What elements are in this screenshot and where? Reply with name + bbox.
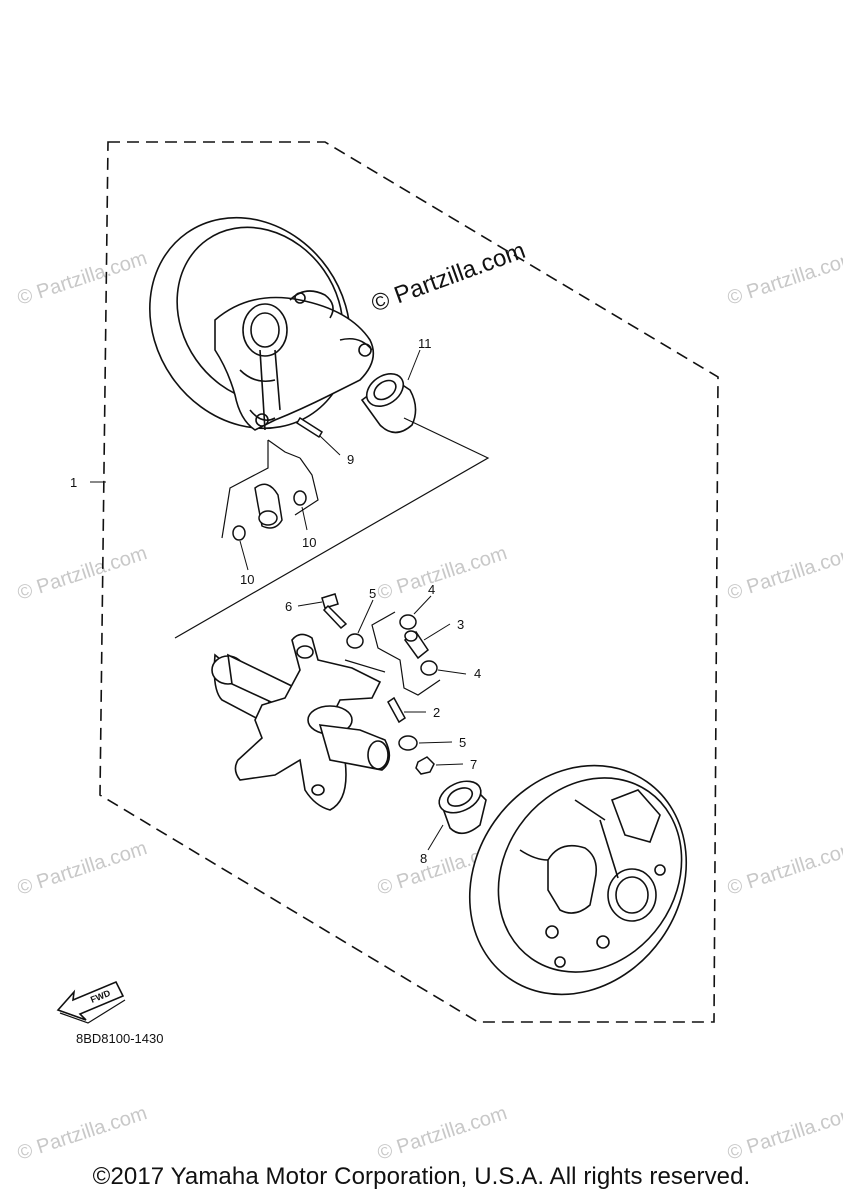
callout-8: 8 [420, 851, 427, 866]
callout-10-left: 10 [240, 572, 254, 587]
faint-watermark: © Partzilla.com [15, 837, 150, 900]
assembly-boundary [99, 141, 719, 1023]
callout-4-upper: 4 [428, 582, 435, 597]
diagram-code: 8BD8100-1430 [76, 1031, 163, 1046]
washer-part-5-lower [398, 735, 418, 751]
callout-9: 9 [347, 452, 354, 467]
faint-watermark: © Partzilla.com [15, 1102, 150, 1165]
callout-11: 11 [418, 336, 432, 351]
faint-watermark: © Partzilla.com [15, 542, 150, 605]
faint-watermark: © Partzilla.com [725, 247, 843, 310]
primary-sheave-lower [468, 764, 688, 996]
spider-hub [211, 633, 391, 811]
roller-part-4-upper [399, 614, 417, 630]
callout-7: 7 [470, 757, 477, 772]
small-parts [346, 614, 438, 775]
bolt-part-6 [321, 593, 348, 630]
callout-3: 3 [457, 617, 464, 632]
faint-watermark: © Partzilla.com [375, 1102, 510, 1165]
faint-watermark: © Partzilla.com [725, 1102, 843, 1165]
small-parts-bracket-lines [344, 611, 441, 696]
faint-watermarks: © Partzilla.com © Partzilla.com © Partzi… [15, 247, 843, 1165]
faint-watermark: © Partzilla.com [375, 542, 510, 605]
roller-part-4-lower [420, 660, 438, 676]
fwd-arrow-icon: FWD [56, 980, 126, 1024]
leader-lines [90, 349, 467, 851]
callout-2: 2 [433, 705, 440, 720]
callout-5-lower: 5 [459, 735, 466, 750]
nut-part-7 [415, 756, 435, 775]
weight-parts-10 [232, 483, 307, 541]
bushing-part-11 [360, 372, 417, 434]
callout-numbers: 1 2 3 4 4 5 5 6 7 8 9 10 10 11 [70, 336, 481, 866]
callout-4-lower: 4 [474, 666, 481, 681]
faint-watermark: © Partzilla.com [15, 247, 150, 310]
weight-bracket-lines [174, 417, 490, 639]
pin-part-9 [295, 416, 324, 439]
callout-10-right: 10 [302, 535, 316, 550]
faint-watermark: © Partzilla.com [725, 837, 843, 900]
washer-part-5-upper [346, 633, 364, 649]
pin-part-2 [387, 696, 406, 724]
copyright-notice: ©2017 Yamaha Motor Corporation, U.S.A. A… [92, 1163, 751, 1190]
callout-5-upper: 5 [369, 586, 376, 601]
main-watermark: © Partzilla.com [368, 237, 529, 318]
callout-6: 6 [285, 599, 292, 614]
bushing-part-8 [438, 780, 487, 835]
primary-sheave-upper [149, 216, 375, 431]
faint-watermark: © Partzilla.com [725, 542, 843, 605]
callout-1: 1 [70, 475, 77, 490]
